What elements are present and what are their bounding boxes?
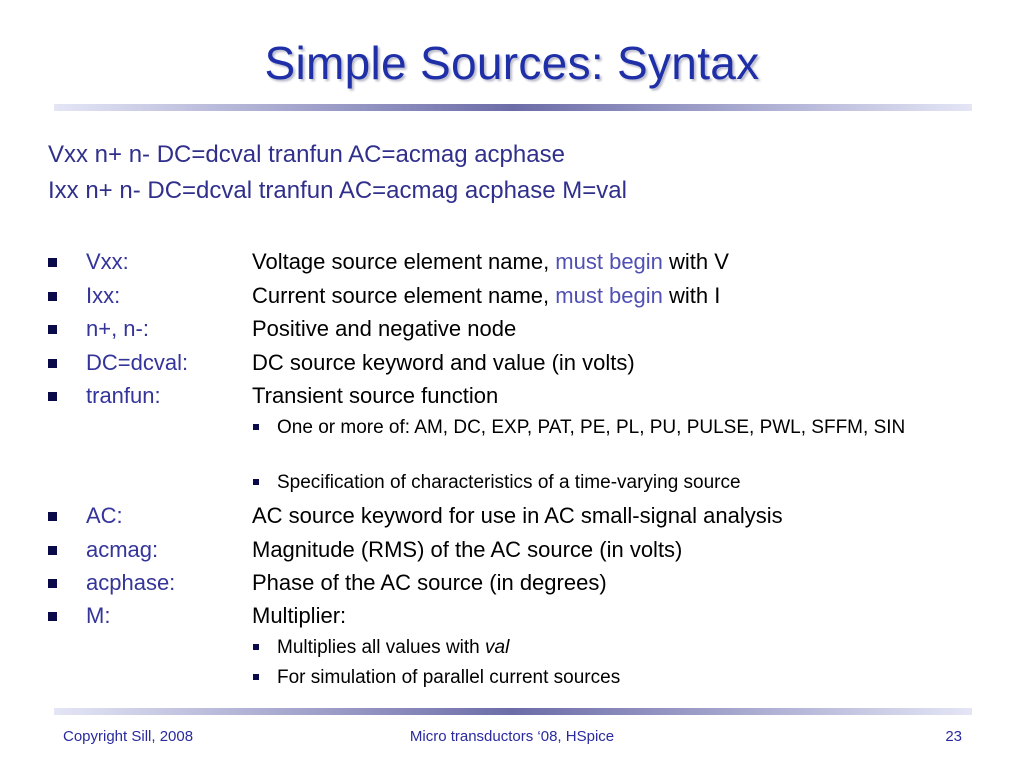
footer-page-number: 23 — [945, 728, 962, 745]
square-bullet-icon — [48, 359, 57, 368]
sub-bullet-parallel: For simulation of parallel current sourc… — [253, 666, 1007, 689]
square-bullet-icon — [48, 546, 57, 555]
square-bullet-icon — [48, 258, 57, 267]
syntax-line-voltage: Vxx n+ n- DC=dcval tranfun AC=acmag acph… — [48, 141, 565, 168]
bullet-desc: Multiplier: — [252, 603, 347, 628]
sub-bullet-tranfun-types: One or more of: AM, DC, EXP, PAT, PE, PL… — [253, 416, 1007, 439]
sub-bullet-tranfun-spec: Specification of characteristics of a ti… — [253, 471, 1007, 494]
sub-bullet-text: For simulation of parallel current sourc… — [277, 667, 621, 688]
bullet-term: DC=dcval: — [86, 350, 189, 375]
bullet-desc: Positive and negative node — [252, 316, 517, 341]
sub-bullet-multiplies: Multiplies all values with val — [253, 636, 1007, 659]
syntax-line-current: Ixx n+ n- DC=dcval tranfun AC=acmag acph… — [48, 177, 627, 204]
bullet-desc: AC source keyword for use in AC small-si… — [252, 503, 783, 528]
bullet-desc: Voltage source element name, must begin … — [252, 249, 729, 274]
bullet-desc: Magnitude (RMS) of the AC source (in vol… — [252, 537, 683, 562]
footer-rule — [54, 708, 972, 715]
title-rule — [54, 104, 972, 111]
bullet-desc: Phase of the AC source (in degrees) — [252, 570, 607, 595]
bullet-desc: Transient source function — [252, 383, 499, 408]
footer-course: Micro transductors ‘08, HSpice — [409, 728, 615, 745]
square-bullet-icon — [48, 612, 57, 621]
bullet-term: acmag: — [86, 537, 159, 562]
bullet-term: n+, n-: — [86, 316, 149, 341]
bullet-term: Ixx: — [86, 283, 121, 308]
footer-copyright: Copyright Sill, 2008 — [63, 728, 194, 745]
bullet-desc: Current source element name, must begin … — [252, 283, 721, 308]
square-bullet-icon — [48, 392, 57, 401]
bullet-term: acphase: — [86, 570, 176, 595]
bullet-term: M: — [86, 603, 111, 628]
small-square-bullet-icon — [253, 644, 259, 650]
square-bullet-icon — [48, 292, 57, 301]
bullet-term: Vxx: — [86, 249, 129, 274]
sub-bullet-text: One or more of: AM, DC, EXP, PAT, PE, PL… — [277, 417, 906, 438]
italic-val: val — [485, 637, 510, 658]
slide-title: Simple Sources: Syntax — [264, 37, 760, 89]
highlight-text: must begin — [555, 283, 663, 308]
square-bullet-icon — [48, 512, 57, 521]
small-square-bullet-icon — [253, 479, 259, 485]
bullet-desc: DC source keyword and value (in volts) — [252, 350, 635, 375]
small-square-bullet-icon — [253, 424, 259, 430]
bullet-term: tranfun: — [86, 383, 161, 408]
sub-bullet-text: Multiplies all values with val — [277, 637, 510, 658]
sub-bullet-text: Specification of characteristics of a ti… — [277, 472, 741, 493]
square-bullet-icon — [48, 325, 57, 334]
highlight-text: must begin — [555, 249, 663, 274]
bullet-term: AC: — [86, 503, 123, 528]
small-square-bullet-icon — [253, 674, 259, 680]
square-bullet-icon — [48, 579, 57, 588]
